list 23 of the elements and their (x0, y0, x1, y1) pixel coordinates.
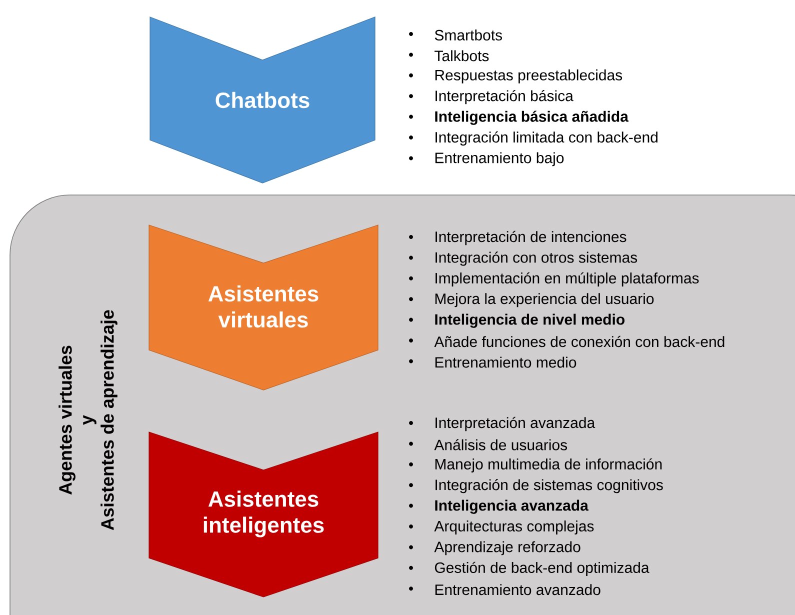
list-item: Integración con otros sistemas (436, 252, 638, 266)
list-item: Gestión de back-end optimizada (434, 562, 650, 576)
list-item: Respuestas preestablecidas (435, 69, 622, 84)
list-item: Entrenamiento bajo (435, 152, 564, 166)
list-item: Smartbots (434, 30, 502, 40)
list-item: Manejo multimedia de información (435, 458, 662, 472)
list-item: Implementación en múltiple plataformas (436, 272, 699, 286)
list-item: Aprendizaje reforzado (434, 541, 580, 556)
list-item: Añade funciones de conexión con back-end (434, 336, 724, 348)
list-item: Interpretación básica (436, 90, 574, 104)
list-item: Inteligencia de nivel medio (435, 314, 624, 328)
list-item: Mejora la experiencia del usuario (435, 293, 654, 308)
list-item: Análisis de usuarios (434, 439, 568, 450)
list-item: Integración de sistemas cognitivos (436, 479, 663, 494)
list-item: Talkbots (434, 50, 489, 62)
list-item: Entrenamiento avanzado (435, 584, 600, 596)
list-item: Interpretación avanzada (436, 416, 596, 432)
list-item: Interpretación de intenciones (436, 230, 626, 246)
list-item: Integración limitada con back-end (436, 131, 658, 146)
list-item: Inteligencia avanzada (435, 500, 589, 514)
list-item: Arquitecturas complejas (434, 520, 594, 534)
list-item: Inteligencia básica añadida (435, 110, 629, 125)
list-item: Entrenamiento medio (435, 356, 576, 368)
